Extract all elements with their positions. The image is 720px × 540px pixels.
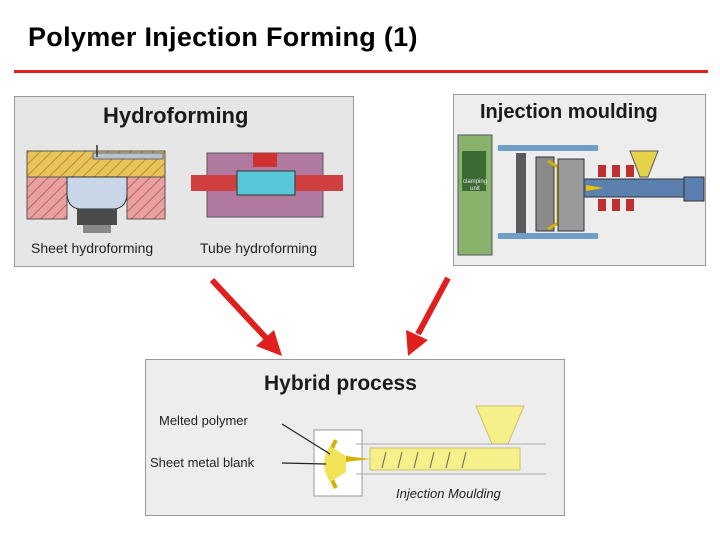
hybrid-process-illustration — [281, 405, 546, 497]
sheet-hydroforming-label: Sheet hydroforming — [31, 240, 154, 256]
arrow-from-injection — [406, 276, 451, 356]
tube-hydroforming-label: Tube hydroforming — [200, 240, 317, 256]
hydroforming-title: Hydroforming — [103, 103, 249, 128]
tube-hydroforming-diagram — [191, 152, 343, 218]
injection-moulding-panel: Injection moulding clamping unit — [453, 94, 706, 266]
hybrid-process-title: Hybrid process — [264, 372, 417, 395]
injection-moulding-caption: Injection Moulding — [396, 486, 501, 501]
slide-title: Polymer Injection Forming (1) — [28, 22, 418, 52]
hydroforming-panel: Hydroforming Sheet h — [14, 96, 354, 267]
injection-machine-illustration — [457, 134, 705, 256]
sheet-metal-blank-label: Sheet metal blank — [150, 455, 255, 470]
hydroforming-illustration — [26, 145, 343, 233]
hybrid-process-panel: Hybrid process Melted polymer Sheet meta… — [145, 359, 565, 516]
sheet-hydroforming-diagram — [26, 145, 166, 233]
injection-moulding-title: Injection moulding — [480, 101, 658, 123]
title-divider — [14, 70, 708, 73]
clamping-unit-label: clamping unit — [462, 179, 487, 192]
arrow-from-hydroforming — [209, 277, 282, 356]
melted-polymer-label: Melted polymer — [159, 413, 248, 428]
